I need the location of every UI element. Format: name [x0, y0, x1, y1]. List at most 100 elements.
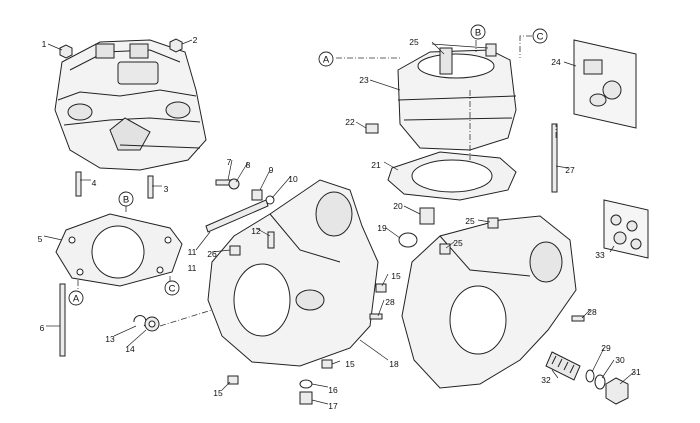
- reference-lines: [77, 35, 557, 327]
- reference-mark-letter: A: [73, 293, 80, 304]
- callout-22: 22: [345, 117, 355, 127]
- stud-4: [75, 171, 82, 197]
- callout-28: 28: [385, 297, 395, 307]
- reference-mark-c: C: [164, 280, 180, 296]
- seal-kit-33: [603, 199, 649, 259]
- reference-mark-circle: [532, 28, 548, 44]
- stud-6: [59, 283, 66, 357]
- callout-13: 13: [105, 334, 115, 344]
- callout-9: 9: [269, 165, 274, 175]
- crankcase-left: [207, 179, 379, 367]
- dowel-25-top: [485, 43, 497, 57]
- oil-seal-14: [144, 316, 160, 332]
- bolt-2: [169, 38, 183, 53]
- crankcase-right: [401, 215, 577, 389]
- plug-31: [605, 377, 629, 405]
- callout-31: 31: [631, 367, 641, 377]
- gasket-kit-24: [573, 39, 637, 129]
- reference-mark-b: B: [118, 191, 134, 207]
- screw-28-right: [571, 315, 585, 322]
- callout-30: 30: [615, 355, 625, 365]
- dowel-15-a: [375, 283, 387, 293]
- callout-28: 28: [587, 307, 597, 317]
- reference-mark-letter: A: [323, 54, 330, 65]
- callout-3: 3: [164, 184, 169, 194]
- dowel-15-c: [227, 375, 239, 385]
- callout-14: 14: [125, 344, 135, 354]
- callout-11: 11: [188, 263, 197, 273]
- reference-mark-letter: B: [475, 27, 481, 38]
- callout-2: 2: [193, 35, 198, 45]
- dowel-25-right-b: [439, 243, 451, 255]
- reference-mark-c: C: [532, 28, 548, 44]
- head-gasket: [55, 213, 183, 287]
- cylinder-head: [54, 39, 207, 171]
- callout-26: 26: [207, 249, 217, 259]
- callout-25: 25: [453, 238, 463, 248]
- screw-28-left: [369, 313, 383, 320]
- callout-15: 15: [213, 388, 223, 398]
- reference-mark-b: B: [470, 24, 486, 40]
- callout-25: 25: [409, 37, 419, 47]
- fitting-26: [229, 245, 241, 256]
- stud-3: [147, 175, 154, 199]
- oil-screen-32: [545, 351, 581, 381]
- dowel-25-right-a: [487, 217, 499, 229]
- callout-19: 19: [377, 223, 387, 233]
- oring-29: [585, 369, 595, 383]
- cylinder-base-gasket: [387, 151, 517, 201]
- reference-mark-a: A: [318, 51, 334, 67]
- callout-12: 12: [251, 226, 261, 236]
- reference-mark-circle: [318, 51, 334, 67]
- callout-24: 24: [551, 57, 561, 67]
- reference-mark-letter: C: [537, 31, 544, 42]
- leader-lines: [43, 39, 635, 405]
- callout-23: 23: [359, 75, 369, 85]
- callout-29: 29: [601, 343, 611, 353]
- callout-4: 4: [92, 178, 97, 188]
- callout-32: 32: [541, 375, 551, 385]
- callout-17: 17: [328, 401, 338, 411]
- callout-20: 20: [393, 201, 403, 211]
- reference-mark-circle: [164, 280, 180, 296]
- callout-11: 11: [188, 247, 197, 257]
- callout-18: 18: [389, 359, 399, 369]
- callout-21: 21: [371, 160, 381, 170]
- callout-6: 6: [40, 323, 45, 333]
- callout-10: 10: [288, 174, 298, 184]
- washer-16: [299, 379, 313, 389]
- reference-mark-circle: [470, 24, 486, 40]
- screw-7: [215, 179, 231, 186]
- reference-mark-letter: C: [169, 283, 176, 294]
- dowel-15-b: [321, 359, 333, 369]
- callout-25: 25: [465, 216, 475, 226]
- cylinder: [397, 47, 517, 151]
- reference-mark-layer: A A B B C C: [68, 24, 548, 306]
- callout-27: 27: [565, 165, 575, 175]
- reference-mark-circle: [68, 290, 84, 306]
- washer-8: [228, 178, 240, 190]
- callout-16: 16: [328, 385, 338, 395]
- callout-5: 5: [38, 234, 43, 244]
- oring-19: [398, 232, 418, 248]
- shaft-11: [205, 199, 269, 233]
- plug-22: [365, 123, 379, 134]
- callout-15: 15: [391, 271, 401, 281]
- stud-27: [551, 123, 558, 193]
- drain-plug-17: [299, 391, 313, 405]
- callout-33: 33: [595, 250, 605, 260]
- callout-8: 8: [246, 160, 251, 170]
- callout-15: 15: [345, 359, 355, 369]
- callout-7: 7: [227, 157, 232, 167]
- reference-mark-circle: [118, 191, 134, 207]
- reference-mark-letter: B: [123, 194, 129, 205]
- valve-12: [267, 231, 275, 249]
- plug-20: [419, 207, 435, 225]
- bushing-9: [251, 189, 263, 201]
- oring-30: [594, 374, 606, 390]
- callout-1: 1: [42, 39, 47, 49]
- circlip-13: [133, 315, 147, 327]
